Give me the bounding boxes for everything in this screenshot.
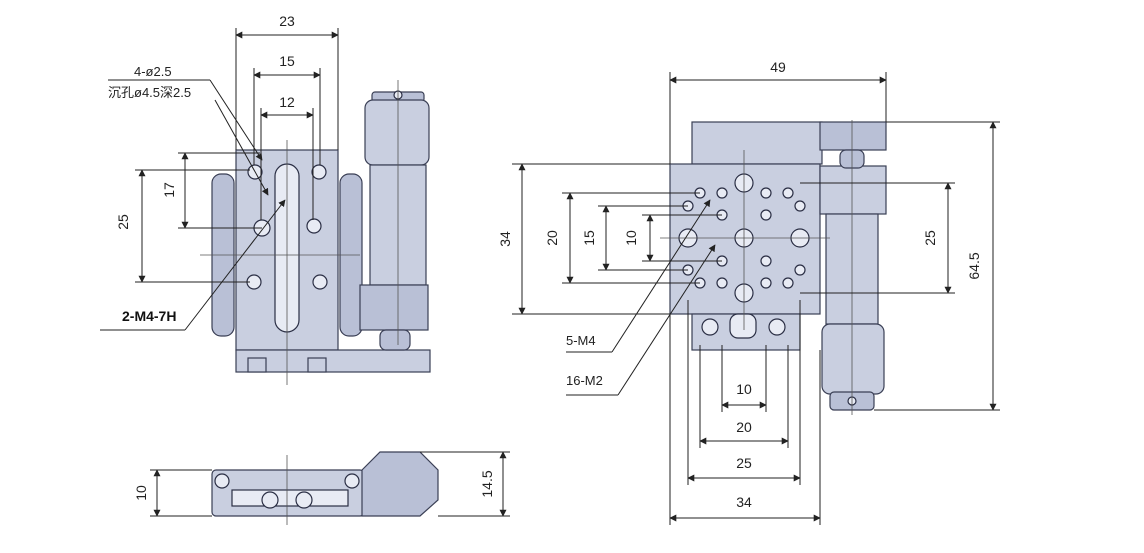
hole [261, 491, 279, 509]
right-view: 49 34 20 15 10 25 64.5 10 [497, 59, 1000, 525]
lower-hole [768, 318, 786, 336]
dim-15-vertical: 15 [581, 230, 597, 246]
micrometer-bracket [819, 121, 887, 151]
side-mount [819, 165, 887, 215]
leader-line [214, 99, 269, 196]
dim-34-vertical: 34 [497, 231, 513, 247]
bottom-slot [231, 489, 349, 507]
base-plate [235, 349, 431, 373]
lower-hole [701, 318, 719, 336]
m2-hole [782, 187, 794, 199]
dim-25-right: 25 [922, 230, 938, 246]
left-view: 23 15 12 17 25 4-ø2.5 沉孔ø4.5深2.5 2-M4-7H [100, 13, 431, 385]
dim-23: 23 [279, 13, 295, 29]
hole [312, 274, 328, 290]
dim-bottom-10: 10 [133, 485, 149, 501]
m2-hole [716, 277, 728, 289]
dim-bottom-20-right: 20 [736, 419, 752, 435]
m2-hole [760, 209, 772, 221]
dim-bottom-10-right: 10 [736, 381, 752, 397]
side-thimble [821, 323, 885, 395]
hole [214, 473, 230, 489]
leader-line [611, 199, 711, 353]
leader-line [617, 244, 716, 396]
dim-64-5: 64.5 [966, 252, 982, 279]
bottom-view: 10 14.5 [133, 451, 510, 525]
m2-hole [760, 277, 772, 289]
counterbore-label: 沉孔ø4.5深2.5 [108, 85, 191, 100]
dim-17: 17 [161, 182, 177, 198]
m2-hole [760, 187, 772, 199]
hole-spec-label: 4-ø2.5 [134, 64, 172, 79]
micrometer-spindle [379, 329, 411, 351]
dim-25: 25 [115, 214, 131, 230]
hole [295, 491, 313, 509]
m2-hole-label: 16-M2 [566, 373, 603, 388]
m2-hole [782, 277, 794, 289]
dim-10-vertical: 10 [623, 230, 639, 246]
dim-bottom-34-right: 34 [736, 494, 752, 510]
hole [306, 218, 322, 234]
base-foot-right [307, 357, 327, 373]
base-foot-left [247, 357, 267, 373]
dim-15: 15 [279, 53, 295, 69]
dim-12: 12 [279, 94, 295, 110]
m2-hole [716, 187, 728, 199]
lower-slot [729, 313, 757, 339]
m2-hole [794, 200, 806, 212]
hole [311, 164, 327, 180]
micrometer-thimble [364, 99, 430, 166]
m2-hole [760, 255, 772, 267]
leader-line [184, 199, 286, 331]
dim-49: 49 [770, 59, 786, 75]
m4-hole-label: 5-M4 [566, 333, 596, 348]
micrometer-mount [359, 284, 429, 331]
leader-line [209, 79, 263, 161]
bottom-micrometer-head [361, 451, 439, 517]
dim-bottom-14-5: 14.5 [479, 470, 495, 497]
dim-20-vertical: 20 [544, 230, 560, 246]
hole [344, 473, 360, 489]
tapped-hole-label: 2-M4-7H [122, 308, 176, 324]
m2-hole [794, 264, 806, 276]
dim-bottom-25-right: 25 [736, 455, 752, 471]
top-bracket [691, 121, 823, 165]
